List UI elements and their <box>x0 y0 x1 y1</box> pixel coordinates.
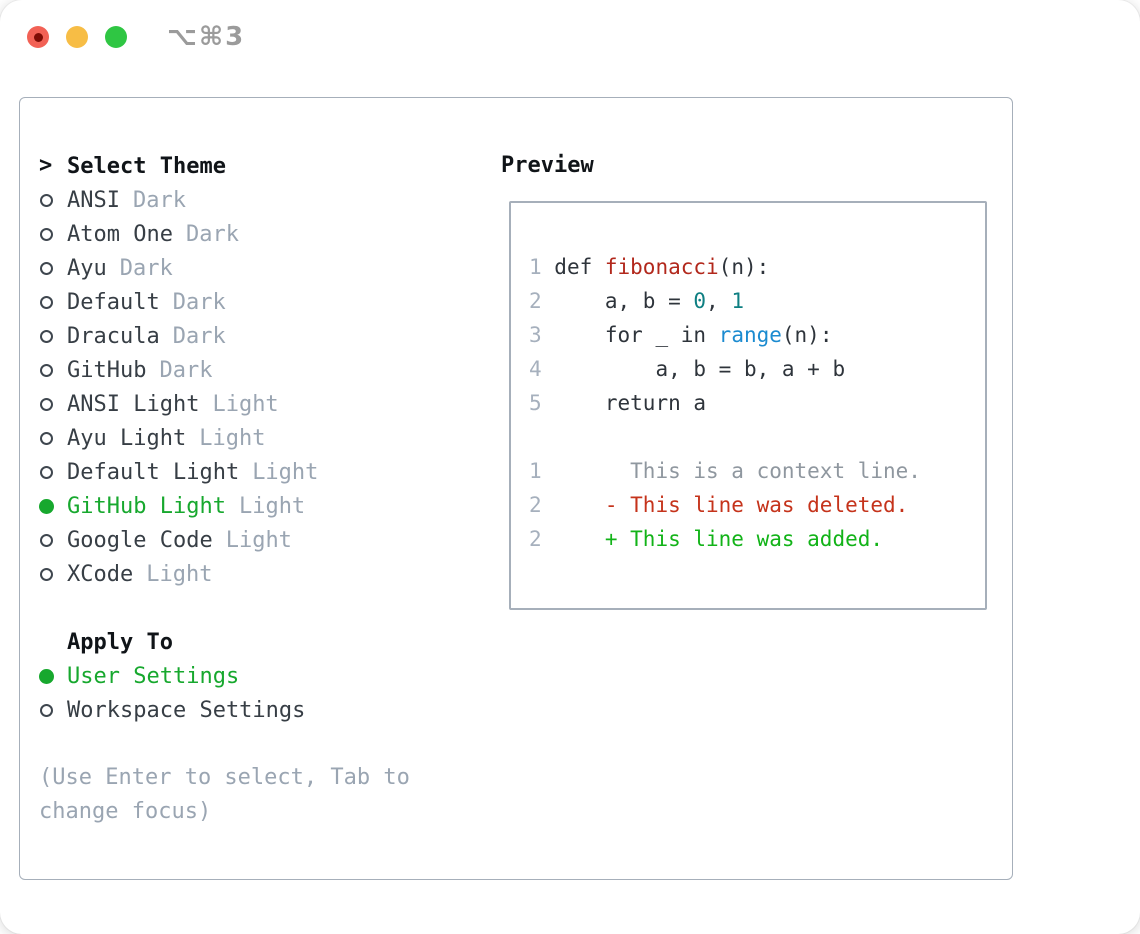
theme-option[interactable]: GitHub Light Light <box>39 489 479 523</box>
code-line: 4 a, b = b, a + b <box>529 357 846 381</box>
option-variant: Dark <box>159 357 213 383</box>
select-theme-title: Select Theme <box>67 153 226 179</box>
prompt-caret-icon: > <box>39 153 53 178</box>
radio-unselected-icon <box>40 431 53 445</box>
close-button[interactable] <box>27 26 49 48</box>
radio-unselected-icon <box>40 533 53 547</box>
option-label: Default <box>67 289 160 315</box>
option-label: Google Code <box>67 527 213 553</box>
theme-option[interactable]: Google Code Light <box>39 523 479 557</box>
option-label: Dracula <box>67 323 160 349</box>
theme-option[interactable]: Ayu Light Light <box>39 421 479 455</box>
zoom-button[interactable] <box>105 26 127 48</box>
radio-unselected-icon <box>40 397 53 411</box>
theme-option[interactable]: GitHub Dark <box>39 353 479 387</box>
option-label: Workspace Settings <box>67 697 306 723</box>
code-line: 5 return a <box>529 391 707 415</box>
option-variant: Light <box>225 527 292 553</box>
radio-unselected-icon <box>40 465 53 479</box>
option-variant: Light <box>238 493 306 519</box>
option-variant: Light <box>252 459 319 485</box>
option-label: GitHub Light <box>67 493 226 519</box>
preview-title: Preview <box>501 153 594 178</box>
option-label: XCode <box>67 561 134 587</box>
code-line: 1 def fibonacci(n): <box>529 255 770 279</box>
apply-option[interactable]: Workspace Settings <box>39 693 479 727</box>
radio-unselected-icon <box>40 329 53 343</box>
apply-option[interactable]: User Settings <box>39 659 479 693</box>
apply-to-header: Apply To <box>39 625 479 659</box>
theme-option[interactable]: Default Dark <box>39 285 479 319</box>
option-variant: Light <box>212 391 279 417</box>
option-label: Ayu Light <box>67 425 187 451</box>
code-line: 1 This is a context line. <box>529 459 921 483</box>
theme-option[interactable]: Default Light Light <box>39 455 479 489</box>
option-variant: Dark <box>185 221 239 247</box>
apply-to-title: Apply To <box>67 629 173 655</box>
radio-unselected-icon <box>40 227 53 241</box>
radio-unselected-icon <box>40 567 53 581</box>
theme-option[interactable]: ANSI Dark <box>39 183 479 217</box>
radio-unselected-icon <box>40 295 53 309</box>
radio-unselected-icon <box>40 261 53 275</box>
theme-option[interactable]: Atom One Dark <box>39 217 479 251</box>
code-line: 2 a, b = 0, 1 <box>529 289 744 313</box>
code-line <box>529 420 985 454</box>
option-label: ANSI Light <box>67 391 200 417</box>
radio-unselected-icon <box>40 703 53 717</box>
radio-selected-icon <box>39 668 54 684</box>
option-label: Default Light <box>67 459 240 485</box>
option-variant: Light <box>199 425 266 451</box>
theme-option[interactable]: XCode Light <box>39 557 479 591</box>
radio-unselected-icon <box>40 363 53 377</box>
code-line: 2 - This line was deleted. <box>529 493 909 517</box>
window-title: ⌥⌘3 <box>167 22 246 52</box>
theme-option[interactable]: ANSI Light Light <box>39 387 479 421</box>
option-label: Atom One <box>67 221 173 247</box>
option-variant: Dark <box>132 187 186 213</box>
hint-text: (Use Enter to select, Tab to change focu… <box>39 765 410 824</box>
option-label: User Settings <box>67 663 240 689</box>
radio-selected-icon <box>39 498 54 514</box>
code-line: 3 for _ in range(n): <box>529 323 833 347</box>
section-gap <box>39 591 479 625</box>
theme-option[interactable]: Dracula Dark <box>39 319 479 353</box>
minimize-button[interactable] <box>66 26 88 48</box>
option-label: ANSI <box>67 187 120 213</box>
traffic-lights <box>27 26 127 48</box>
record-dot-icon <box>33 32 43 42</box>
code-preview: 1 def fibonacci(n): 2 a, b = 0, 1 3 for _ … <box>511 203 985 556</box>
option-variant: Light <box>146 561 213 587</box>
theme-option[interactable]: Ayu Dark <box>39 251 479 285</box>
option-label: Ayu <box>67 255 107 281</box>
preview-pane: 1 def fibonacci(n): 2 a, b = 0, 1 3 for _ … <box>509 201 987 610</box>
radio-unselected-icon <box>40 193 53 207</box>
select-theme-header: > Select Theme <box>39 149 479 183</box>
option-variant: Dark <box>172 289 226 315</box>
option-variant: Dark <box>119 255 173 281</box>
option-variant: Dark <box>172 323 226 349</box>
code-line: 2 + This line was added. <box>529 527 884 551</box>
option-label: GitHub <box>67 357 147 383</box>
